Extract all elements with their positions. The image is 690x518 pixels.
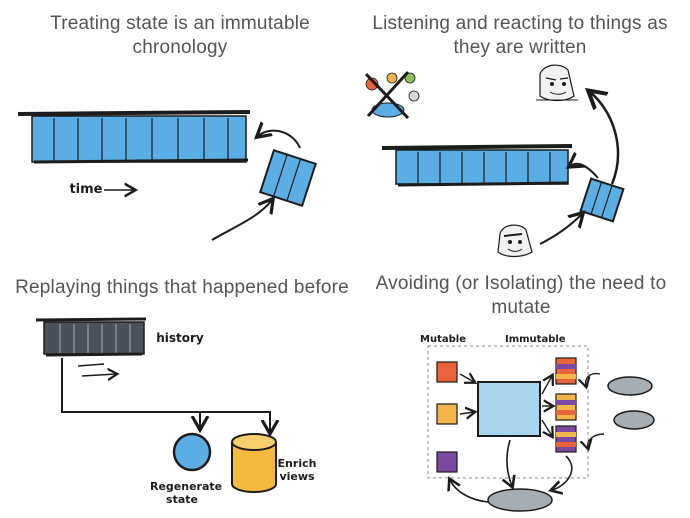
enrich-label: Enrich views [277,457,317,483]
character-sketch-icon-2 [497,224,533,258]
consumer-ellipse-1 [607,376,653,396]
history-label: history [156,331,204,345]
mutable-box-yellow [436,403,458,425]
panel-3-title: Replaying things that happened before [15,277,349,298]
circle-state-icon [172,432,212,472]
panel-2-title: Listening and reacting to things as they… [372,13,668,58]
character-sketch-icon [536,64,578,102]
consumer-ellipse-3 [487,488,553,512]
panel-1-title: Treating state is an immutable chronolog… [50,13,310,58]
immutable-log [17,110,251,164]
mutable-label: Mutable [420,334,466,345]
immutable-view-stack [555,357,577,453]
mutable-box-orange [436,361,458,383]
listening-log [381,144,573,187]
cylinder-view-icon [231,433,277,493]
consumer-ellipse-2 [613,410,655,430]
immutable-block [477,381,541,437]
broken-toolkit-icon [364,70,420,120]
new-entry-block-2 [579,177,625,223]
mutable-box-purple [436,451,458,473]
new-entry-block [259,149,317,207]
panel-4-title: Avoiding (or Isolating) the need to muta… [375,273,667,318]
regenerate-label: Regenerate state [150,480,223,506]
time-label: time [69,182,103,197]
immutable-label: Immutable [505,334,566,345]
history-log-icon [35,317,147,357]
